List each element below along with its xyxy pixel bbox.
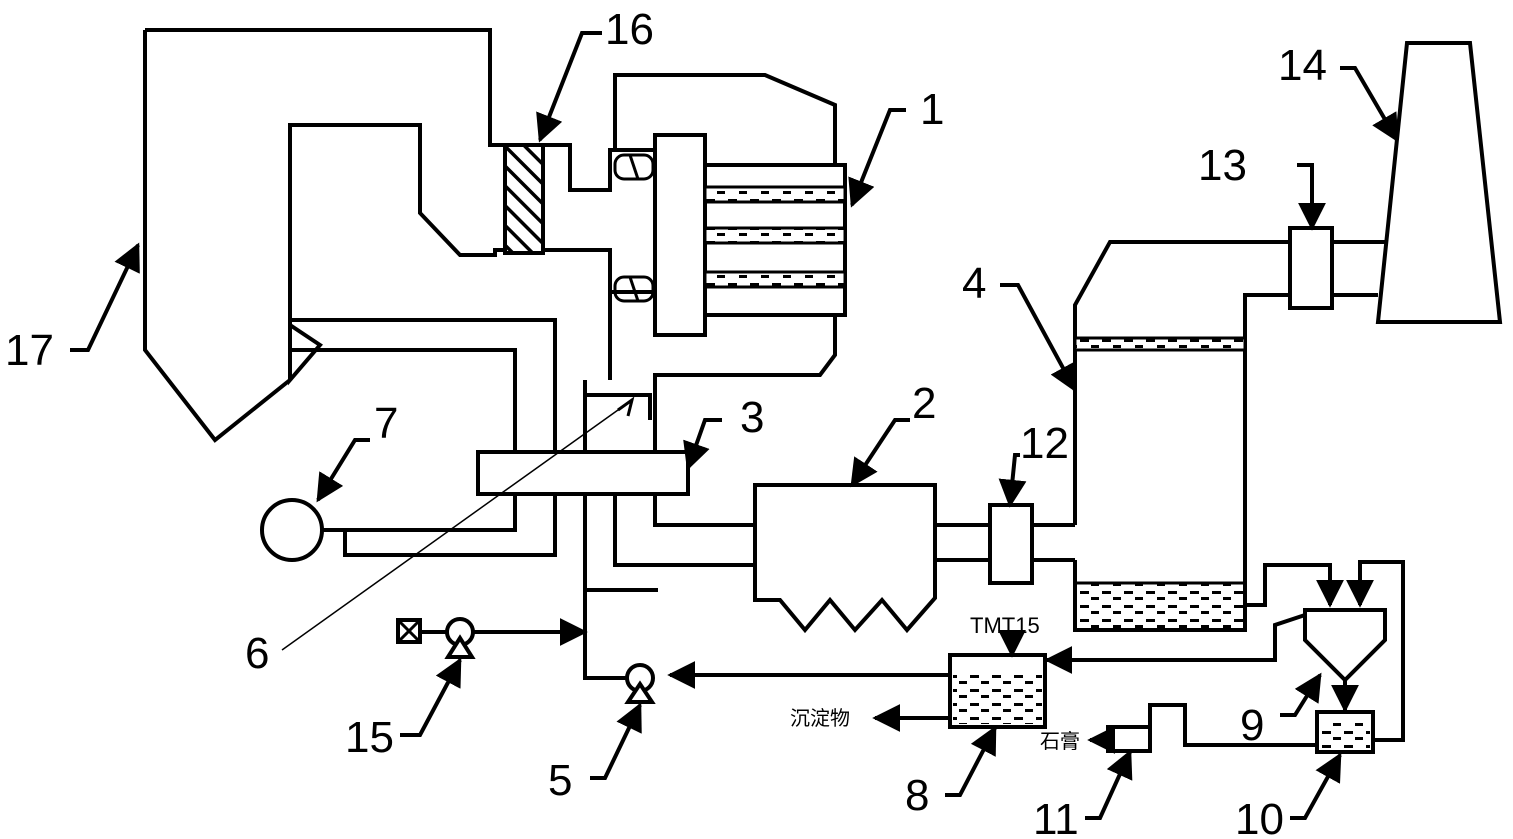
label-16: 16 <box>605 5 654 54</box>
label-14: 14 <box>1278 41 1327 90</box>
label-1: 1 <box>920 85 944 134</box>
seal-ring <box>613 153 655 303</box>
label-13: 13 <box>1198 141 1247 190</box>
unit-11 <box>1106 725 1152 753</box>
label-12: 12 <box>1020 419 1069 468</box>
label-11: 11 <box>1033 795 1079 839</box>
absorber-tower <box>1073 240 1290 632</box>
boiler <box>143 28 557 557</box>
sediment-annotation: 沉淀物 <box>790 706 850 730</box>
tmt-annotation: TMT15 <box>970 613 1040 638</box>
heat-exchange-layer <box>703 185 847 204</box>
label-4: 4 <box>962 259 986 308</box>
line-10-11 <box>1148 703 1317 747</box>
label-7: 7 <box>374 399 398 448</box>
tank-8 <box>667 629 1047 732</box>
fan <box>260 498 324 562</box>
injection-line <box>585 393 652 420</box>
tank-10 <box>1315 710 1375 754</box>
duct-13-14 <box>1332 240 1390 297</box>
air-preheater <box>543 73 847 527</box>
leader-6-arrow <box>617 396 635 417</box>
label-6: 6 <box>245 629 269 678</box>
unit-13 <box>1288 226 1334 310</box>
hydrocyclone <box>1044 560 1405 742</box>
pump-15 <box>396 617 588 659</box>
duct-12-4 <box>1032 523 1075 562</box>
unit-12 <box>988 503 1034 585</box>
label-15: 15 <box>345 713 394 762</box>
pump-5 <box>583 590 656 704</box>
leader-6 <box>281 399 633 651</box>
duct-2-12 <box>935 523 990 562</box>
mixing-unit <box>476 450 690 496</box>
slurry-pool <box>1077 583 1243 628</box>
heat-exchange-layer <box>703 226 847 245</box>
gypsum-annotation: 石膏 <box>1040 729 1080 753</box>
label-3: 3 <box>740 393 764 442</box>
label-2: 2 <box>912 379 936 428</box>
label-17: 17 <box>5 326 54 375</box>
leader-lines <box>70 31 1399 820</box>
label-5: 5 <box>548 756 572 805</box>
heat-exchange-layer <box>703 270 847 289</box>
label-9: 9 <box>1240 701 1264 750</box>
label-10: 10 <box>1235 795 1284 839</box>
hatched-component-16 <box>503 143 545 255</box>
precipitator <box>753 483 937 634</box>
chimney <box>1375 41 1503 324</box>
spray-layer <box>1073 336 1247 352</box>
label-8: 8 <box>905 771 929 820</box>
